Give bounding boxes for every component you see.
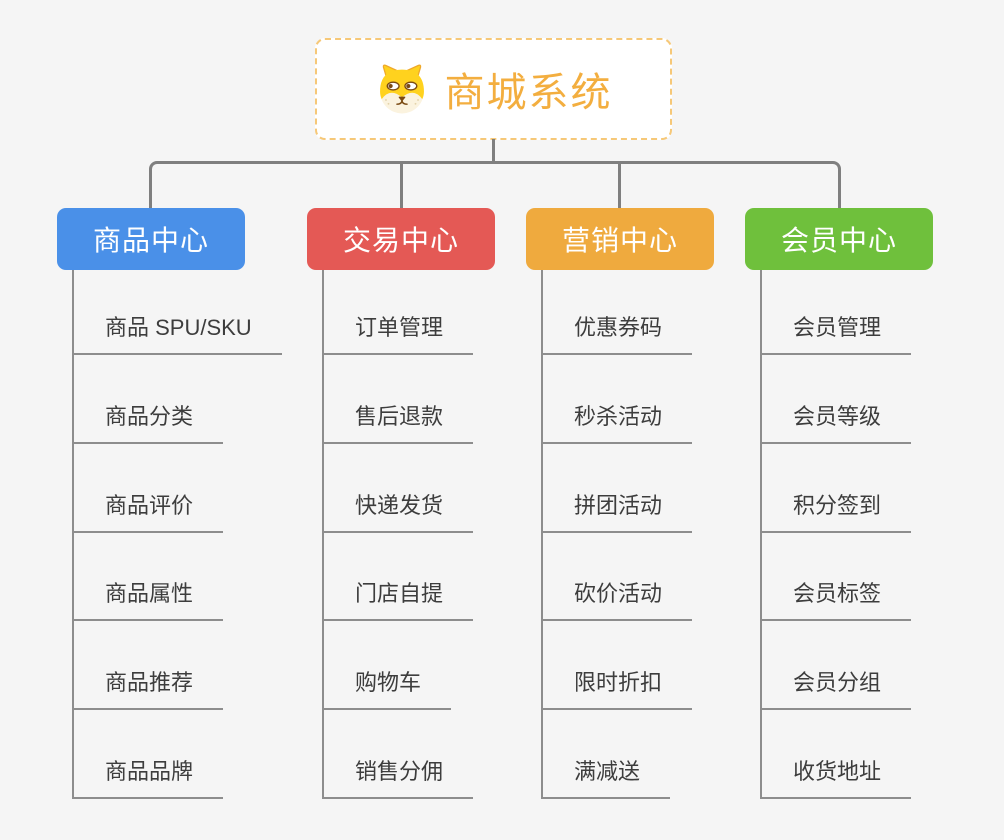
connector-bus bbox=[149, 161, 841, 208]
leaf-node[interactable]: 订单管理 bbox=[322, 313, 474, 355]
branch-header-product[interactable]: 商品中心 bbox=[57, 208, 245, 270]
leaf-node[interactable]: 砍价活动 bbox=[541, 579, 693, 621]
root-node[interactable]: 商城系统 bbox=[315, 38, 672, 140]
leaf-node[interactable]: 会员等级 bbox=[760, 402, 912, 444]
leaf-node[interactable]: 售后退款 bbox=[322, 402, 474, 444]
leaf-node[interactable]: 积分签到 bbox=[760, 491, 912, 533]
leaf-node[interactable]: 购物车 bbox=[322, 668, 452, 710]
leaf-node[interactable]: 商品推荐 bbox=[72, 668, 224, 710]
root-title: 商城系统 bbox=[444, 71, 613, 115]
branch-children-marketing: 优惠券码 秒杀活动 拼团活动 砍价活动 限时折扣 满减送 bbox=[541, 270, 761, 799]
branch-header-trade[interactable]: 交易中心 bbox=[307, 208, 495, 270]
leaf-node[interactable]: 快递发货 bbox=[322, 491, 474, 533]
leaf-node[interactable]: 满减送 bbox=[541, 757, 671, 799]
leaf-node[interactable]: 秒杀活动 bbox=[541, 402, 693, 444]
branch-children-product: 商品 SPU/SKU 商品分类 商品评价 商品属性 商品推荐 商品品牌 bbox=[72, 270, 292, 799]
leaf-node[interactable]: 门店自提 bbox=[322, 579, 474, 621]
leaf-node[interactable]: 商品属性 bbox=[72, 579, 224, 621]
leaf-node[interactable]: 会员管理 bbox=[760, 313, 912, 355]
leaf-node[interactable]: 收货地址 bbox=[760, 757, 912, 799]
dog-icon bbox=[375, 62, 429, 116]
leaf-node[interactable]: 商品 SPU/SKU bbox=[72, 313, 282, 355]
branch-children-trade: 订单管理 售后退款 快递发货 门店自提 购物车 销售分佣 bbox=[322, 270, 542, 799]
leaf-node[interactable]: 会员标签 bbox=[760, 579, 912, 621]
leaf-node[interactable]: 会员分组 bbox=[760, 668, 912, 710]
leaf-node[interactable]: 销售分佣 bbox=[322, 757, 474, 799]
leaf-node[interactable]: 商品分类 bbox=[72, 402, 224, 444]
leaf-node[interactable]: 拼团活动 bbox=[541, 491, 693, 533]
leaf-node[interactable]: 商品品牌 bbox=[72, 757, 224, 799]
leaf-node[interactable]: 限时折扣 bbox=[541, 668, 693, 710]
connector-drop bbox=[618, 163, 621, 208]
leaf-node[interactable]: 商品评价 bbox=[72, 491, 224, 533]
leaf-node[interactable]: 优惠券码 bbox=[541, 313, 693, 355]
branch-header-member[interactable]: 会员中心 bbox=[745, 208, 933, 270]
branch-header-marketing[interactable]: 营销中心 bbox=[526, 208, 714, 270]
connector-drop bbox=[400, 163, 403, 208]
branch-children-member: 会员管理 会员等级 积分签到 会员标签 会员分组 收货地址 bbox=[760, 270, 980, 799]
connector-root-feed bbox=[492, 139, 495, 163]
